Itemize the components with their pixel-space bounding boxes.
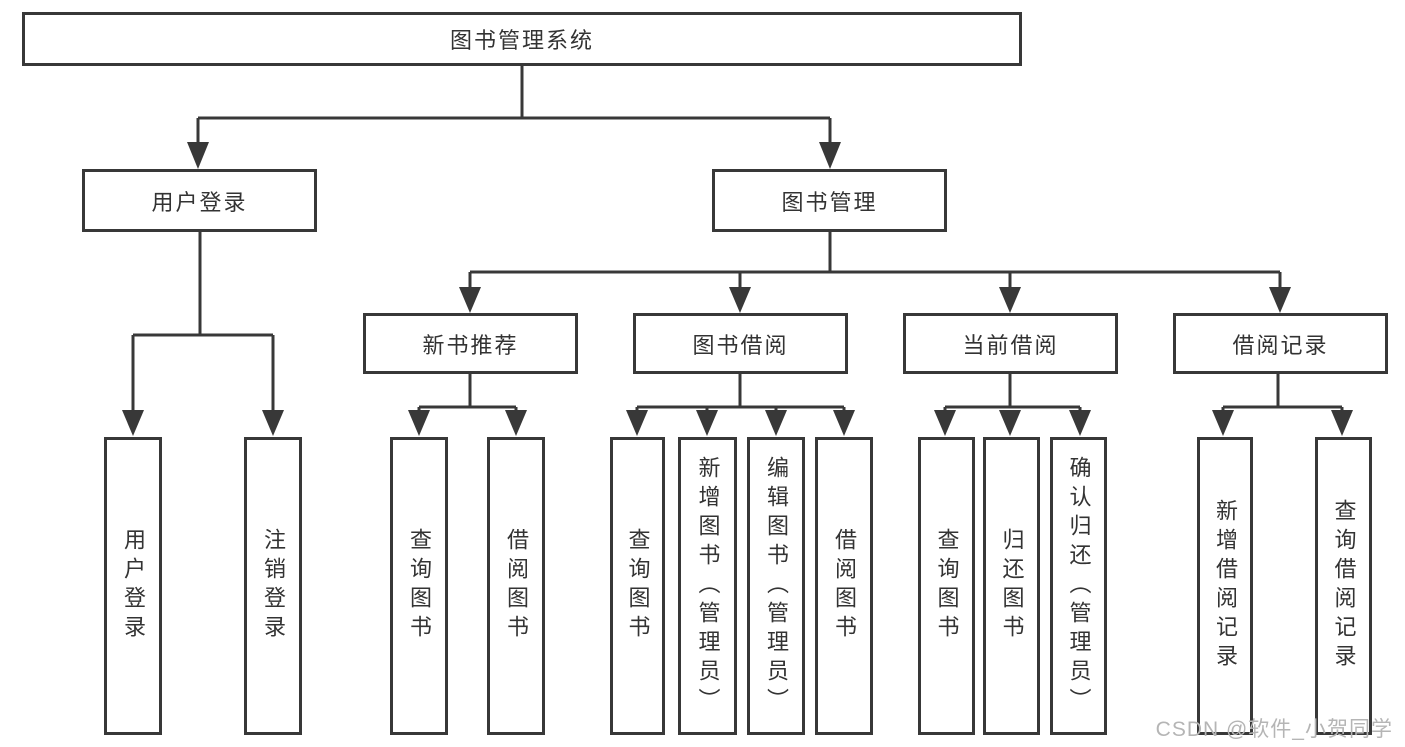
- leaf-label: 确认归还（管理员）: [1066, 455, 1092, 717]
- node-label: 当前借阅: [962, 332, 1059, 358]
- leaf-return-books: 归还图书: [983, 437, 1040, 735]
- node-book-management-branch: 图书管理: [712, 169, 947, 232]
- leaf-label: 借阅图书: [504, 528, 529, 644]
- leaf-label: 新增借阅记录: [1213, 499, 1238, 673]
- leaf-label: 查询图书: [625, 528, 651, 644]
- leaf-edit-books-admin: 编辑图书（管理员）: [747, 437, 805, 735]
- leaf-label: 注销登录: [261, 528, 286, 644]
- leaf-label: 查询图书: [934, 528, 960, 644]
- node-book-borrowing: 图书借阅: [633, 313, 848, 374]
- node-label: 用户登录: [151, 189, 248, 215]
- node-new-book-recommend: 新书推荐: [363, 313, 578, 374]
- leaf-label: 归还图书: [999, 528, 1025, 644]
- leaf-label: 编辑图书（管理员）: [764, 455, 789, 717]
- leaf-label: 新增图书（管理员）: [695, 455, 721, 717]
- leaf-borrow-books-recommend: 借阅图书: [487, 437, 545, 735]
- csdn-watermark: CSDN @软件_小贺同学: [1155, 718, 1393, 741]
- node-borrowing-records: 借阅记录: [1173, 313, 1388, 374]
- leaf-borrow-books: 借阅图书: [815, 437, 873, 735]
- node-label: 新书推荐: [422, 332, 519, 358]
- leaf-query-books-current: 查询图书: [918, 437, 975, 735]
- node-user-login-branch: 用户登录: [82, 169, 317, 232]
- leaf-label: 查询借阅记录: [1331, 499, 1357, 673]
- node-library-management-system: 图书管理系统: [22, 12, 1022, 66]
- leaf-add-books-admin: 新增图书（管理员）: [678, 437, 737, 735]
- leaf-label: 查询图书: [407, 528, 432, 644]
- leaf-query-borrow-record: 查询借阅记录: [1315, 437, 1372, 735]
- leaf-query-books-borrowing: 查询图书: [610, 437, 665, 735]
- leaf-confirm-return-admin: 确认归还（管理员）: [1050, 437, 1107, 735]
- leaf-query-books-recommend: 查询图书: [390, 437, 448, 735]
- node-current-borrowing: 当前借阅: [903, 313, 1118, 374]
- leaf-add-borrow-record: 新增借阅记录: [1197, 437, 1253, 735]
- node-label: 借阅记录: [1232, 332, 1329, 358]
- node-label: 图书管理: [781, 189, 878, 215]
- leaf-label: 借阅图书: [832, 528, 857, 644]
- leaf-label: 用户登录: [121, 528, 146, 644]
- node-label: 图书借阅: [692, 332, 789, 358]
- leaf-logout: 注销登录: [244, 437, 302, 735]
- leaf-user-login: 用户登录: [104, 437, 162, 735]
- node-label: 图书管理系统: [449, 28, 594, 53]
